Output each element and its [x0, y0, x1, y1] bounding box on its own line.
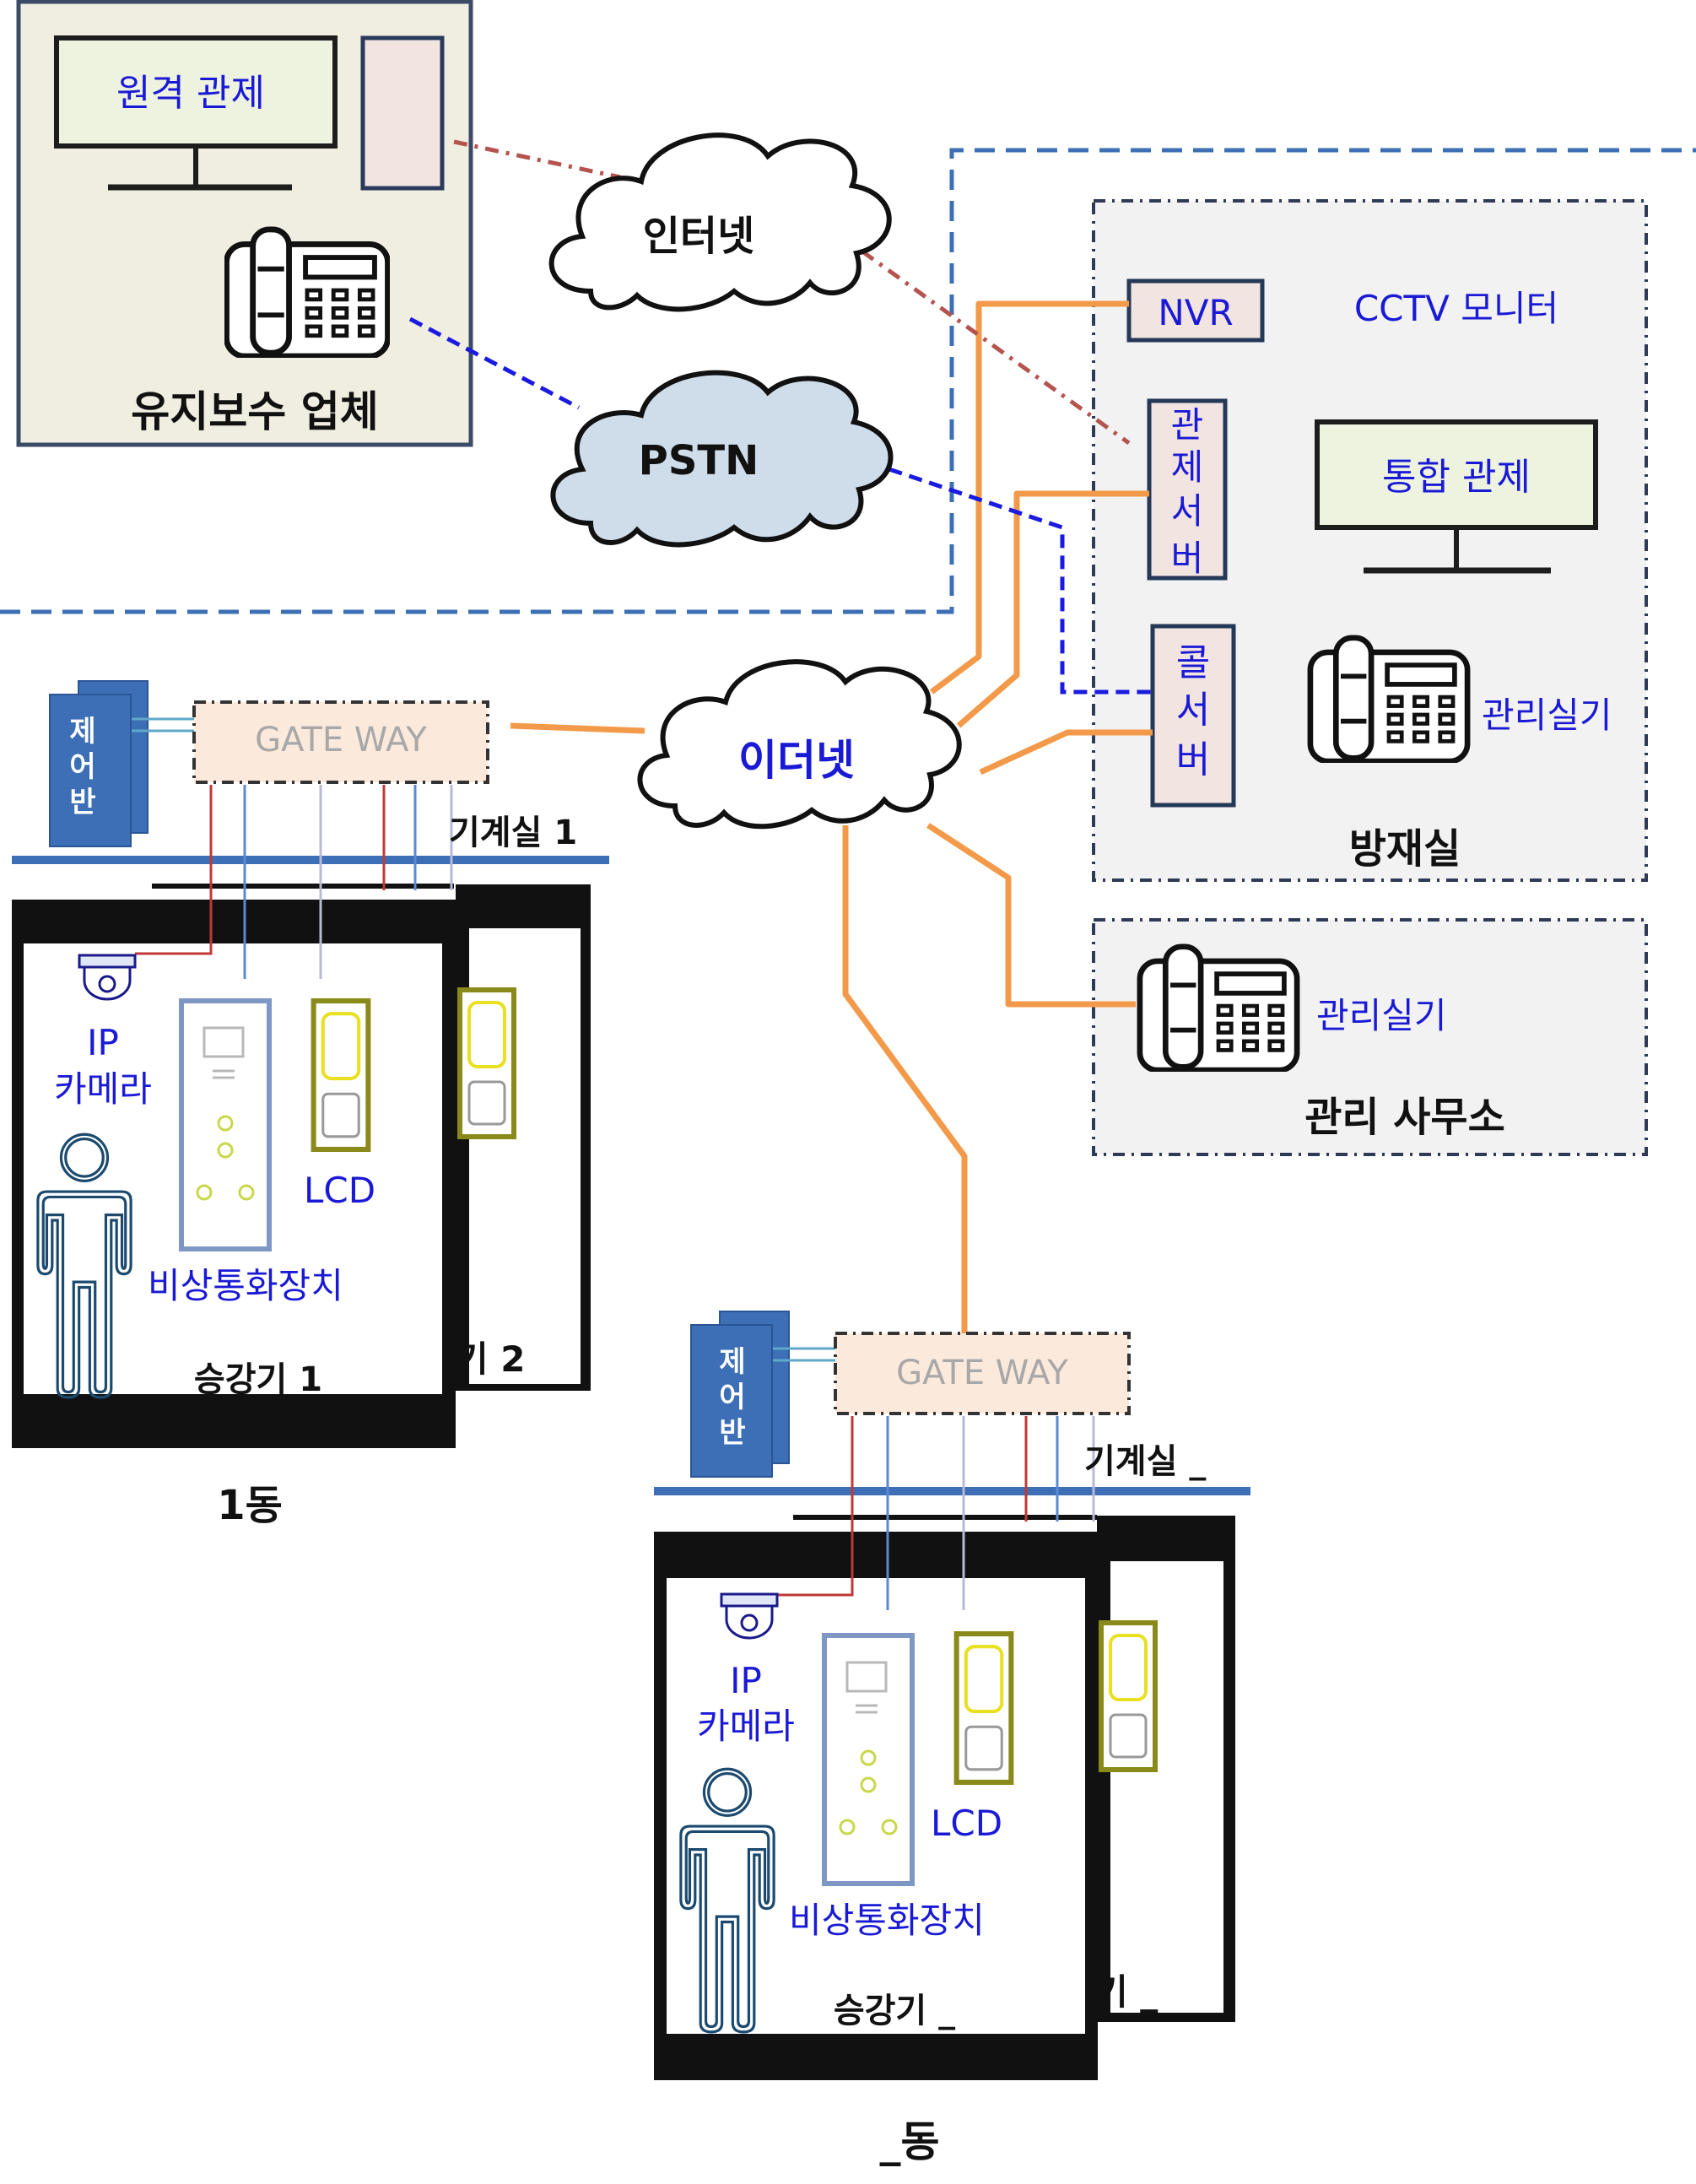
emergency-call-1-label: 비상통화장치 [148, 1265, 343, 1306]
back-lcd-2 [1101, 1623, 1155, 1770]
control-server-char-1: 관 [1171, 404, 1204, 446]
control-server-box [1147, 398, 1228, 581]
control-panel-1-char-1: 제 [69, 715, 95, 749]
building-2-label: _동 [880, 2117, 940, 2166]
elevator-front-2-label: 승강기 _ [834, 1992, 955, 2030]
lcd-2-label: LCD [931, 1803, 1002, 1844]
remote-monitor [54, 35, 338, 149]
control-server-char-2: 제 [1171, 446, 1204, 488]
office-title: 관리 사무소 [1304, 1094, 1505, 1141]
maintenance-company [16, 0, 473, 447]
building-1 [12, 679, 609, 1448]
elevator-2-label: 기 2 [456, 1338, 526, 1380]
gateway-2-label: GATE WAY [896, 1354, 1068, 1392]
machine-room-2-label: 기계실 _ [1084, 1442, 1206, 1481]
cctv-label: CCTV 모니터 [1354, 288, 1558, 329]
ip-camera-1-label-2: 카메라 [54, 1068, 152, 1110]
gateway-1 [192, 700, 489, 784]
pstn-label: PSTN [639, 437, 759, 484]
maintenance-phone-icon [226, 230, 387, 356]
lcd-2-icon [957, 1634, 1012, 1782]
call-server-char-1: 콜 [1176, 641, 1210, 684]
nvr-box [1126, 278, 1265, 343]
call-server-box [1150, 624, 1236, 808]
control-panel-2-char-3: 반 [719, 1416, 745, 1450]
elevator-back-2-label: 기 _ [1095, 1971, 1158, 2013]
emergency-call-2-icon [824, 1635, 912, 1884]
pstn-links [408, 316, 1153, 695]
outer-zone-border [0, 148, 1696, 614]
remote-monitor-label: 원격 관제 [116, 72, 265, 115]
back-lcd-1 [460, 990, 514, 1137]
internet-cloud [548, 132, 892, 312]
control-panel-1-char-3: 반 [69, 786, 95, 819]
machine-room-1-label: 기계실 1 [449, 814, 577, 852]
control-panel-1-char-2: 어 [69, 750, 95, 784]
control-panel-2-char-2: 어 [719, 1381, 745, 1414]
disaster-room [1092, 199, 1648, 882]
control-server-char-3: 서 [1171, 490, 1204, 532]
internet-label: 인터넷 [643, 213, 754, 260]
emergency-call-2-label: 비상통화장치 [789, 1900, 985, 1941]
ip-camera-2-label-1: IP [730, 1660, 762, 1701]
disaster-room-title: 방재실 [1349, 825, 1461, 873]
call-server-char-3: 버 [1176, 738, 1210, 781]
control-server-char-4: 버 [1171, 538, 1204, 579]
internet-links [453, 139, 1131, 446]
control-panel-1-icon [48, 679, 149, 848]
building-1-label: 1동 [217, 1482, 283, 1529]
ip-camera-1-label-1: IP [87, 1022, 119, 1063]
gateway-2 [834, 1332, 1131, 1415]
office-phone-icon [1140, 947, 1297, 1070]
integrated-monitor-label: 통합 관제 [1382, 456, 1531, 499]
maintenance-title: 유지보수 업체 [131, 387, 378, 436]
ethernet-links [510, 300, 1153, 1333]
lcd-1-label: LCD [304, 1170, 375, 1211]
elevator-1-label: 승강기 1 [194, 1360, 322, 1399]
ethernet-label: 이더넷 [738, 736, 855, 785]
building-2 [654, 1310, 1250, 2080]
ethernet-cloud [637, 659, 962, 830]
call-server-char-2: 서 [1176, 689, 1210, 732]
server-unit [360, 35, 445, 191]
disaster-phone-label: 관리실기 [1482, 695, 1612, 736]
lcd-1-icon [314, 1001, 369, 1149]
nvr-label: NVR [1158, 292, 1233, 333]
integrated-monitor [1315, 419, 1598, 530]
ip-camera-2-label-2: 카메라 [697, 1706, 795, 1747]
gateway-1-label: GATE WAY [255, 721, 427, 760]
pstn-cloud [550, 370, 894, 548]
control-panel-2-char-1: 제 [719, 1345, 745, 1379]
emergency-call-1-icon [181, 1001, 269, 1249]
disaster-phone-icon [1310, 638, 1467, 761]
office-phone-label: 관리실기 [1316, 995, 1447, 1036]
